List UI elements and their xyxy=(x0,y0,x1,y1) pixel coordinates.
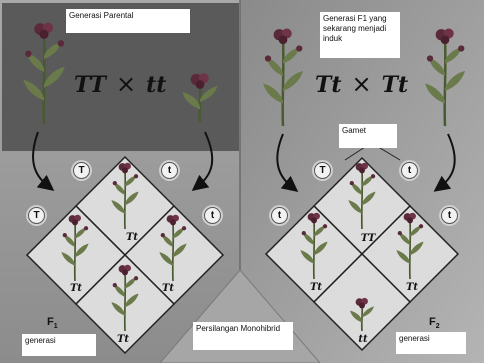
generation-f1-number: 1 xyxy=(53,323,58,331)
generation-f1: F1 xyxy=(47,316,58,330)
cross-right: Tt × Tt xyxy=(315,70,408,98)
gamete-right-side-2: t xyxy=(441,207,458,224)
cross-left-parent-1: TT xyxy=(74,72,106,98)
genotype-right-right: Tt xyxy=(405,282,419,293)
gamete-right-top-1: T xyxy=(314,162,331,179)
genotype-left-right: Tt xyxy=(161,283,175,294)
cross-left-parent-2: tt xyxy=(146,72,167,98)
gamete-right-top-2: t xyxy=(401,162,418,179)
arrow-right-1 xyxy=(276,133,299,192)
arrow-left-1 xyxy=(32,131,55,191)
label-generasi-left: generasi xyxy=(22,334,96,356)
label-parental: Generasi Parental xyxy=(66,9,190,33)
cross-right-parent-1: Tt xyxy=(315,72,342,98)
gamete-left-top-2: t xyxy=(161,162,178,179)
genotype-left-top: Tt xyxy=(125,232,139,243)
gamete-left-side-1: T xyxy=(28,207,45,224)
generation-f2-number: 2 xyxy=(435,323,440,331)
gamete-left-side-2: t xyxy=(204,207,221,224)
cross-right-symbol: × xyxy=(351,70,372,98)
generation-f1-letter: F xyxy=(47,316,54,328)
arrow-right-2 xyxy=(433,133,456,192)
generation-f2-letter: F xyxy=(429,316,436,328)
label-gamet: Gamet xyxy=(339,124,397,148)
label-f1-parent: Generasi F1 yang sekarang menjadi induk xyxy=(320,12,400,58)
cross-left: TT × tt xyxy=(74,70,166,98)
label-monohybrid: Persilangan Monohibrid xyxy=(193,322,293,350)
arrow-left-2 xyxy=(191,131,214,191)
gamete-left-top-1: T xyxy=(73,162,90,179)
genotype-left-left: Tt xyxy=(69,283,83,294)
gamete-right-side-1: t xyxy=(271,207,288,224)
generation-f2: F2 xyxy=(429,316,440,330)
genotype-right-left: Tt xyxy=(309,282,323,293)
genotype-left-bottom: Tt xyxy=(116,334,130,345)
cross-left-symbol: × xyxy=(115,70,137,98)
label-generasi-right: generasi xyxy=(396,332,466,354)
genotype-right-top: TT xyxy=(360,233,376,244)
genotype-right-bottom: tt xyxy=(358,334,368,345)
cross-right-parent-2: Tt xyxy=(381,72,409,98)
